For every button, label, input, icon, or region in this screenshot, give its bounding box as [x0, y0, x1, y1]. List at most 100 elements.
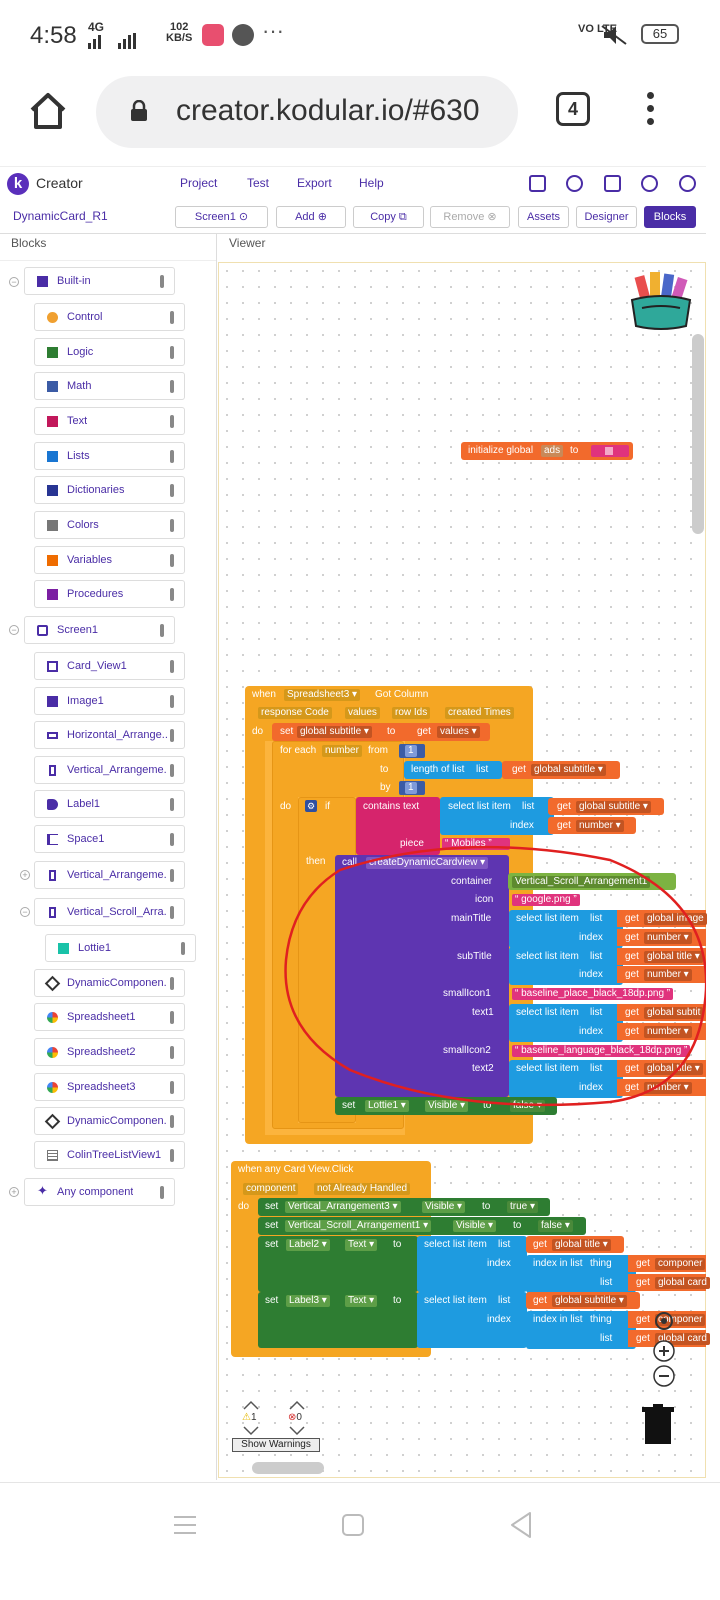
- show-warnings-button[interactable]: Show Warnings: [232, 1438, 320, 1452]
- tree-item-spreadsheet2[interactable]: Spreadsheet2: [34, 1038, 185, 1066]
- property-dropdown[interactable]: Visible ▾: [425, 1100, 469, 1112]
- tree-item-dictionaries[interactable]: Dictionaries: [34, 476, 185, 504]
- variable-dropdown[interactable]: global title ▾: [552, 1239, 611, 1251]
- component-dropdown[interactable]: Label3 ▾: [286, 1295, 330, 1307]
- recenter-icon[interactable]: [652, 1309, 676, 1333]
- assets-button[interactable]: Assets: [518, 206, 569, 228]
- contains-text-block[interactable]: [356, 797, 440, 855]
- component-dropdown[interactable]: Vertical_Scroll_Arrangement1 ▾: [285, 1220, 432, 1232]
- tree-item-vertical-arrangement-2[interactable]: Vertical_Arrangeme...: [34, 861, 185, 889]
- browser-menu-icon[interactable]: [644, 92, 656, 130]
- variable-dropdown[interactable]: global subtitle ▾: [531, 764, 606, 776]
- tree-item-variables[interactable]: Variables: [34, 546, 185, 574]
- variable-dropdown[interactable]: global subtitle ▾: [552, 1295, 627, 1307]
- add-screen-button[interactable]: Add ⊕: [276, 206, 346, 228]
- select-list-item-block[interactable]: [440, 797, 554, 835]
- number-block[interactable]: 1: [399, 744, 425, 758]
- zoom-in-icon[interactable]: [652, 1339, 676, 1363]
- menu-help[interactable]: Help: [359, 176, 384, 190]
- error-next-icon[interactable]: [288, 1426, 306, 1436]
- variable-dropdown[interactable]: global subtitle ▾: [576, 801, 651, 813]
- tree-item-any-component[interactable]: ✦Any component: [24, 1178, 175, 1206]
- trash-icon[interactable]: [642, 1404, 674, 1446]
- tree-item-dynamic-components-2[interactable]: DynamicComponen...: [34, 1107, 185, 1135]
- blocks-button[interactable]: Blocks: [644, 206, 696, 228]
- menu-project[interactable]: Project: [180, 176, 218, 190]
- tree-item-screen1[interactable]: Screen1: [24, 616, 175, 644]
- variable-dropdown[interactable]: global title ▾: [644, 951, 703, 963]
- component-name[interactable]: Vertical_Scroll_Arrangement1: [512, 876, 651, 888]
- component-dropdown[interactable]: Lottie1 ▾: [365, 1100, 409, 1112]
- error-prev-icon[interactable]: [288, 1400, 306, 1410]
- designer-button[interactable]: Designer: [576, 206, 637, 228]
- tree-item-colin-tree-list-view[interactable]: ColinTreeListView1: [34, 1141, 185, 1169]
- tree-item-horizontal-arrangement[interactable]: Horizontal_Arrange...: [34, 721, 185, 749]
- property-dropdown[interactable]: Text ▾: [345, 1239, 378, 1251]
- set-label3-text-block[interactable]: [258, 1292, 418, 1348]
- boolean-dropdown[interactable]: false ▾: [538, 1220, 573, 1232]
- account-icon[interactable]: [679, 175, 696, 192]
- address-bar[interactable]: creator.kodular.io/#630: [96, 76, 518, 148]
- select-list-item-block[interactable]: [417, 1236, 527, 1292]
- tree-item-spreadsheet1[interactable]: Spreadsheet1: [34, 1003, 185, 1031]
- text-string-block[interactable]: “ google.png ”: [512, 894, 580, 906]
- length-of-list-block[interactable]: [404, 761, 502, 779]
- component-dropdown[interactable]: Spreadsheet3 ▾: [284, 689, 361, 701]
- variable-dropdown[interactable]: number ▾: [644, 1082, 692, 1094]
- tree-item-card-view1[interactable]: Card_View1: [34, 652, 185, 680]
- param-values[interactable]: values: [345, 707, 380, 719]
- screen-selector[interactable]: Screen1 ⊙: [175, 206, 268, 228]
- backpack-icon[interactable]: [628, 270, 694, 332]
- text-string-block[interactable]: “ baseline_place_black_18dp.png ”: [512, 988, 674, 1000]
- tree-item-vertical-arrangement[interactable]: Vertical_Arrangeme...: [34, 756, 185, 784]
- gallery-icon[interactable]: [604, 175, 621, 192]
- property-dropdown[interactable]: Text ▾: [345, 1295, 378, 1307]
- component-dropdown[interactable]: Vertical_Arrangement3 ▾: [285, 1201, 401, 1213]
- variable-name[interactable]: global card: [655, 1277, 710, 1289]
- collapse-screen-icon[interactable]: −: [9, 625, 19, 635]
- palette-icon[interactable]: [566, 175, 583, 192]
- property-dropdown[interactable]: Visible ▾: [453, 1220, 497, 1232]
- copy-screen-button[interactable]: Copy ⧉: [353, 206, 424, 228]
- warning-next-icon[interactable]: [242, 1426, 260, 1436]
- select-list-item-block[interactable]: [509, 947, 623, 985]
- variable-dropdown[interactable]: global subtitle ▾: [297, 726, 372, 738]
- tree-item-builtin[interactable]: Built-in: [24, 267, 175, 295]
- select-list-item-block[interactable]: [509, 1060, 623, 1098]
- tab-switcher-button[interactable]: 4: [556, 92, 590, 126]
- zoom-out-icon[interactable]: [652, 1364, 676, 1388]
- tree-item-text[interactable]: Text: [34, 407, 185, 435]
- call-procedure-block[interactable]: [335, 855, 509, 1097]
- variable-name-field[interactable]: ads: [541, 445, 564, 457]
- tree-item-colors[interactable]: Colors: [34, 511, 185, 539]
- index-in-list-block[interactable]: [526, 1311, 636, 1349]
- variable-dropdown[interactable]: number ▾: [576, 820, 624, 832]
- tree-item-label1[interactable]: Label1: [34, 790, 185, 818]
- tree-item-space1[interactable]: Space1: [34, 825, 185, 853]
- tree-item-control[interactable]: Control: [34, 303, 185, 331]
- variable-dropdown[interactable]: global title ▾: [644, 1063, 703, 1075]
- param-row-ids[interactable]: row Ids: [392, 707, 431, 719]
- workspace-horizontal-scrollbar[interactable]: [252, 1462, 324, 1474]
- param-component[interactable]: component: [243, 1183, 299, 1195]
- url-text[interactable]: creator.kodular.io/#630: [176, 94, 480, 127]
- recents-menu-icon[interactable]: [172, 1513, 198, 1537]
- expand-vertical-arrangement-icon[interactable]: +: [20, 870, 30, 880]
- tree-item-lists[interactable]: Lists: [34, 442, 185, 470]
- remove-screen-button[interactable]: Remove ⊗: [430, 206, 510, 228]
- expand-any-component-icon[interactable]: +: [9, 1187, 19, 1197]
- warning-prev-icon[interactable]: [242, 1400, 260, 1410]
- tree-item-procedures[interactable]: Procedures: [34, 580, 185, 608]
- init-global-block[interactable]: initialize global ads to: [461, 442, 633, 460]
- tree-item-lottie1[interactable]: Lottie1: [45, 934, 196, 962]
- tree-item-spreadsheet3[interactable]: Spreadsheet3: [34, 1073, 185, 1101]
- tree-item-vertical-scroll-arrangement[interactable]: Vertical_Scroll_Arra...: [34, 898, 185, 926]
- number-block[interactable]: 1: [399, 781, 425, 795]
- variable-dropdown[interactable]: number ▾: [644, 932, 692, 944]
- boolean-dropdown[interactable]: true ▾: [507, 1201, 539, 1213]
- back-triangle-icon[interactable]: [508, 1511, 534, 1539]
- variable-dropdown[interactable]: number ▾: [644, 969, 692, 981]
- dollar-icon[interactable]: [641, 175, 658, 192]
- param-response-code[interactable]: response Code: [258, 707, 332, 719]
- home-square-icon[interactable]: [341, 1513, 365, 1537]
